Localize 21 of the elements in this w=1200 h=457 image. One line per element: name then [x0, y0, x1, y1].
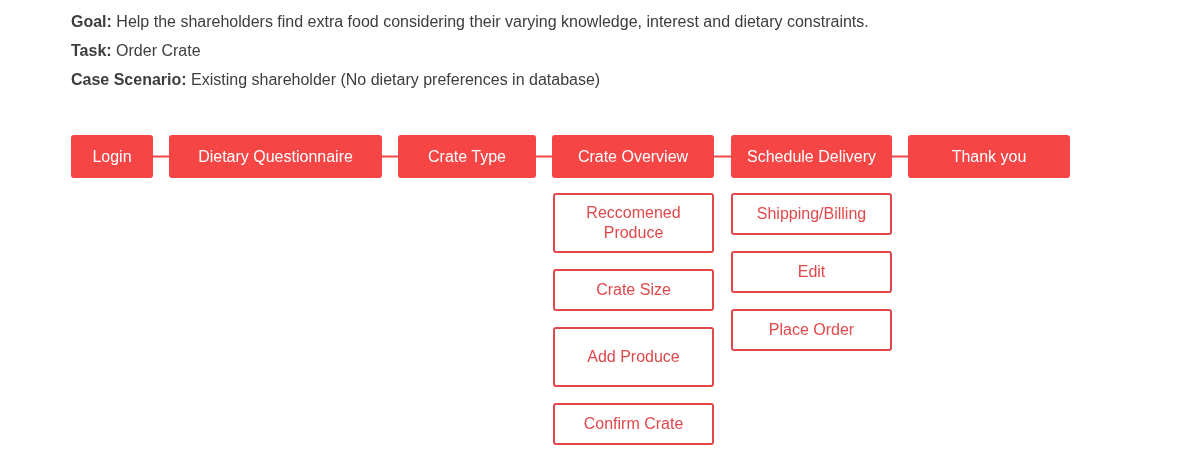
note-text: Case Scenario: Existing shareholder (No dietary preferences in database) — [71, 70, 602, 90]
step-box: Crate Type — [398, 135, 536, 178]
step-box: Thank you — [908, 135, 1070, 178]
substep-box: Confirm Crate — [553, 403, 714, 445]
note-text: Goal: Help the shareholders find extra food considering their varying knowledge, interest and dietary constraints. — [71, 12, 869, 32]
substep-box: Crate Size — [553, 269, 714, 311]
step-box: Login — [71, 135, 153, 178]
note-text: Task: Order Crate — [71, 41, 202, 61]
step-box: Crate Overview — [552, 135, 714, 178]
step-box: Schedule Delivery — [731, 135, 892, 178]
substep-box: Add Produce — [553, 327, 714, 387]
connector-line — [535, 155, 553, 158]
substep-box: Reccomened Produce — [553, 193, 714, 253]
substep-box: Edit — [731, 251, 892, 293]
substep-box: Place Order — [731, 309, 892, 351]
connector-line — [891, 155, 909, 158]
step-box: Dietary Questionnaire — [169, 135, 382, 178]
connector-line — [713, 155, 732, 158]
connector-line — [152, 155, 170, 158]
connector-line — [381, 155, 399, 158]
substep-box: Shipping/Billing — [731, 193, 892, 235]
